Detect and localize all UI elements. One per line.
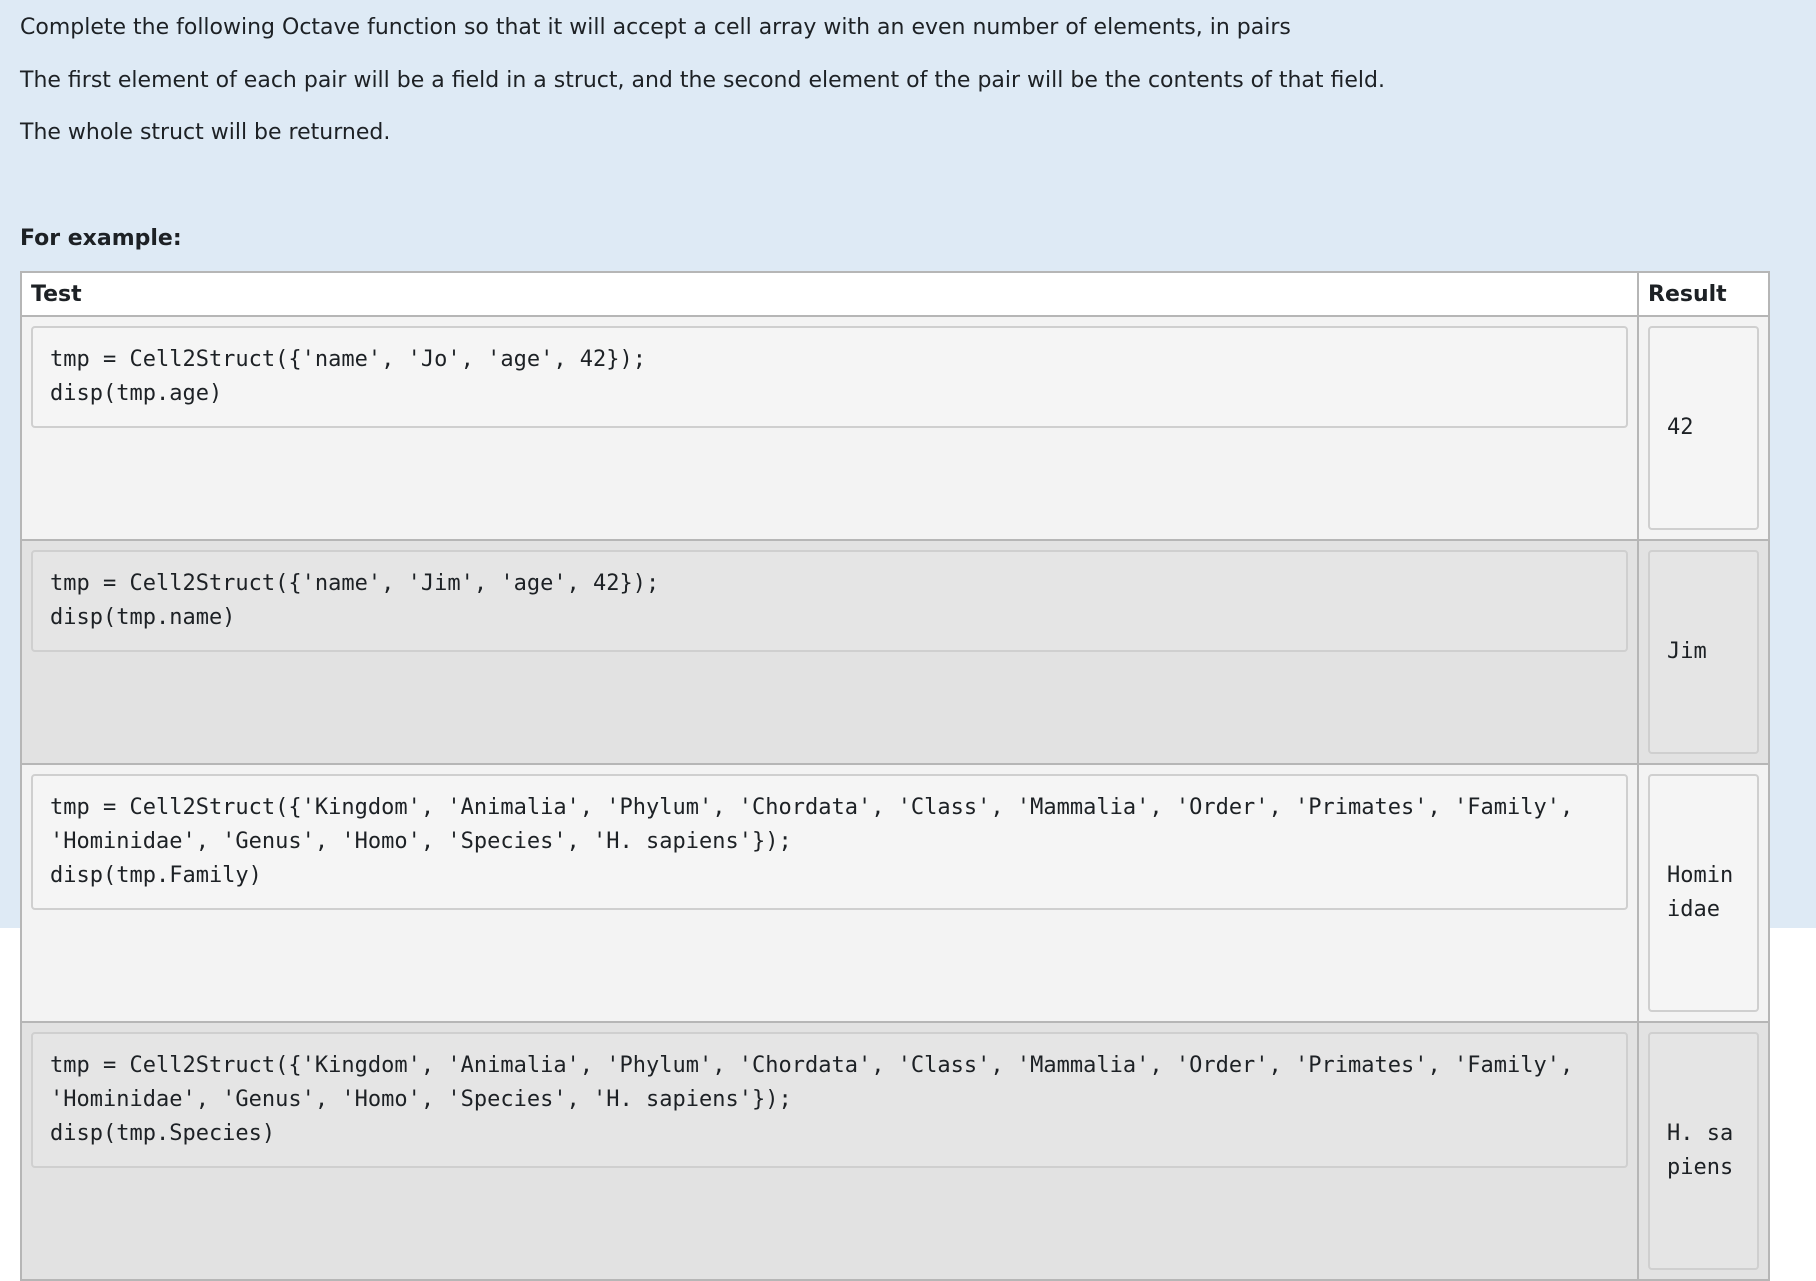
test-cell: tmp = Cell2Struct({'Kingdom', 'Animalia'… <box>20 1021 1639 1281</box>
result-code-block: Jim <box>1648 550 1759 754</box>
test-code-line: tmp = Cell2Struct({'Kingdom', 'Animalia'… <box>50 795 1587 854</box>
result-cell: Hominidae <box>1637 763 1770 1023</box>
question-paragraph-3: The whole struct will be returned. <box>20 120 391 145</box>
test-code-block: tmp = Cell2Struct({'Kingdom', 'Animalia'… <box>31 1032 1628 1168</box>
result-cell: Jim <box>1637 539 1770 765</box>
table-header-row: Test Result <box>20 271 1770 317</box>
examples-body: tmp = Cell2Struct({'name', 'Jo', 'age', … <box>20 315 1770 1281</box>
test-code-line: tmp = Cell2Struct({'name', 'Jo', 'age', … <box>50 347 647 372</box>
test-code-line: tmp = Cell2Struct({'name', 'Jim', 'age',… <box>50 571 660 596</box>
test-code-line: disp(tmp.Family) <box>50 863 262 888</box>
test-code-line: disp(tmp.age) <box>50 381 223 406</box>
table-row: tmp = Cell2Struct({'Kingdom', 'Animalia'… <box>20 1021 1770 1281</box>
table-row: tmp = Cell2Struct({'name', 'Jim', 'age',… <box>20 539 1770 765</box>
test-code-line: tmp = Cell2Struct({'Kingdom', 'Animalia'… <box>50 1053 1587 1112</box>
question-paragraph-2: The first element of each pair will be a… <box>20 68 1385 93</box>
result-code-block: Hominidae <box>1648 774 1759 1012</box>
question-paragraph-1: Complete the following Octave function s… <box>20 15 1291 40</box>
column-header-test: Test <box>20 271 1639 317</box>
test-cell: tmp = Cell2Struct({'Kingdom', 'Animalia'… <box>20 763 1639 1023</box>
result-value: H. sapiens <box>1667 1121 1734 1180</box>
test-code-block: tmp = Cell2Struct({'name', 'Jim', 'age',… <box>31 550 1628 652</box>
result-code-block: H. sapiens <box>1648 1032 1759 1270</box>
test-code-block: tmp = Cell2Struct({'name', 'Jo', 'age', … <box>31 326 1628 428</box>
result-value: 42 <box>1667 415 1694 440</box>
result-cell: 42 <box>1637 315 1770 541</box>
test-code-line: disp(tmp.Species) <box>50 1121 276 1146</box>
test-cell: tmp = Cell2Struct({'name', 'Jo', 'age', … <box>20 315 1639 541</box>
result-code-block: 42 <box>1648 326 1759 530</box>
table-row: tmp = Cell2Struct({'Kingdom', 'Animalia'… <box>20 763 1770 1023</box>
result-value: Jim <box>1667 639 1707 664</box>
test-code-line: disp(tmp.name) <box>50 605 236 630</box>
test-code-block: tmp = Cell2Struct({'Kingdom', 'Animalia'… <box>31 774 1628 910</box>
result-value: Hominidae <box>1667 863 1734 922</box>
column-header-result: Result <box>1637 271 1770 317</box>
examples-table: Test Result tmp = Cell2Struct({'name', '… <box>20 271 1770 1281</box>
test-cell: tmp = Cell2Struct({'name', 'Jim', 'age',… <box>20 539 1639 765</box>
result-cell: H. sapiens <box>1637 1021 1770 1281</box>
for-example-heading: For example: <box>20 226 182 251</box>
table-row: tmp = Cell2Struct({'name', 'Jo', 'age', … <box>20 315 1770 541</box>
